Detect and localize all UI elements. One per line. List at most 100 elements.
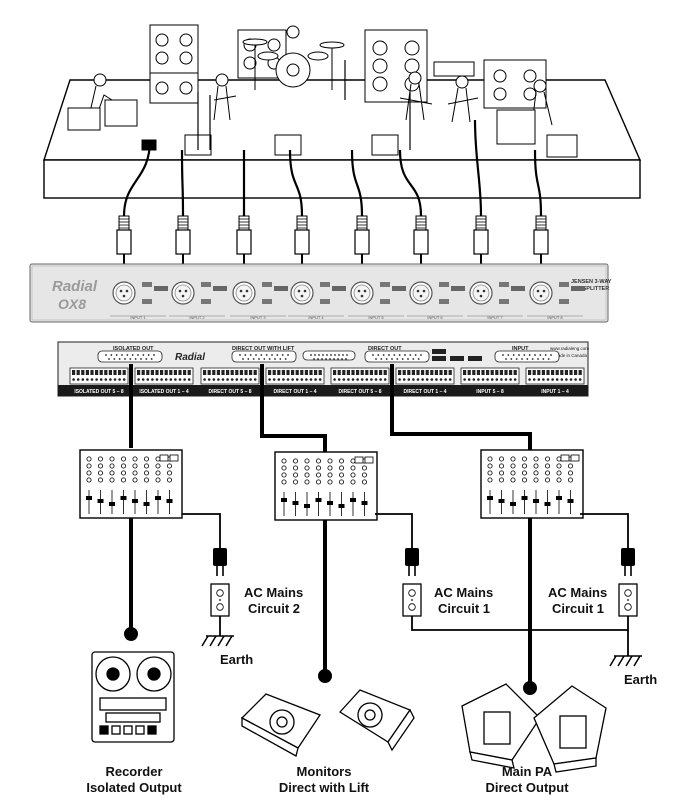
mic-cable-6 — [398, 149, 423, 217]
power-label-2-line2: Circuit 1 — [438, 601, 490, 616]
terminal-blocks — [69, 367, 585, 385]
splitter-front-panel: Radial OX8 JENSEN 3-WAY MIC SPLITTER INP… — [29, 263, 612, 323]
mixers — [79, 449, 584, 521]
power-plug-1 — [213, 548, 227, 576]
mixer-1 — [79, 449, 183, 519]
monitor-wedge-left — [240, 693, 321, 757]
front-channel-6: INPUT 6 — [407, 281, 465, 320]
output-cables — [129, 364, 532, 686]
front-channel-label: INPUT 8 — [547, 315, 563, 320]
cable-direct-to-mixer — [390, 364, 532, 450]
ac-outlet-3 — [618, 583, 638, 617]
rear-input-label: INPUT — [512, 346, 529, 352]
mic-cables — [122, 119, 543, 217]
rear-bottom-label: DIRECT OUT 1 – 4 — [273, 389, 316, 395]
db25-pins — [105, 354, 552, 360]
mic-cable-4 — [288, 149, 304, 217]
xlr-plug-6 — [413, 215, 429, 266]
xlr-plug-5 — [354, 215, 370, 266]
rear-made-in: Made in Canada — [554, 353, 588, 358]
destination-main-pa-detail: Direct Output — [485, 780, 569, 795]
rear-direct-with-lift-label: DIRECT OUT WITH LIFT — [232, 346, 295, 352]
front-channel-2: INPUT 2 — [169, 281, 227, 320]
ac-outlet-2 — [402, 583, 422, 617]
drum-kit — [242, 25, 345, 90]
front-channel-label: INPUT 7 — [487, 315, 503, 320]
ground-wire-shared — [411, 616, 629, 631]
destination-recorder-name: Recorder — [105, 764, 162, 779]
mic-cable-8 — [533, 149, 543, 217]
terminal-block-4 — [265, 367, 325, 385]
earth-symbol-1 — [201, 635, 234, 647]
terminal-block-8 — [525, 367, 585, 385]
front-model: OX8 — [58, 296, 86, 312]
mic-cable-5 — [350, 149, 364, 217]
rear-direct-out-label: DIRECT OUT — [368, 346, 402, 352]
front-channel-label: INPUT 6 — [427, 315, 443, 320]
rear-isolated-out-label: ISOLATED OUT — [113, 346, 154, 352]
musicians — [67, 71, 553, 145]
destination-monitors-detail: Direct with Lift — [279, 780, 370, 795]
rear-website: www.radialeng.com — [550, 346, 589, 351]
rear-brand: Radial — [175, 352, 205, 363]
earth-label-1: Earth — [220, 652, 253, 667]
mic-cable-7 — [473, 119, 483, 217]
rear-bottom-label: INPUT 1 – 4 — [541, 389, 569, 395]
front-product-line1: JENSEN 3-WAY — [571, 279, 612, 285]
front-channel-4: INPUT 4 — [288, 281, 346, 320]
rear-bottom-label: DIRECT OUT 5 – 8 — [338, 389, 381, 395]
terminal-block-3 — [200, 367, 260, 385]
front-channel-label: INPUT 2 — [189, 315, 205, 320]
mic-stands — [197, 60, 411, 150]
front-brand: Radial — [52, 278, 98, 295]
rear-bottom-label: DIRECT OUT 5 – 8 — [208, 389, 251, 395]
speaker-stack-right — [364, 29, 428, 103]
terminal-block-1 — [69, 367, 129, 385]
ac-outlets — [210, 583, 638, 617]
terminal-block-2 — [134, 367, 194, 385]
monitor-wedge-right — [338, 689, 415, 752]
front-channel-label: INPUT 1 — [130, 315, 146, 320]
destination-monitors-name: Monitors — [297, 764, 352, 779]
destination-recorder-detail: Isolated Output — [86, 780, 182, 795]
main-pa-speaker-left — [461, 683, 541, 769]
speaker-stack-left — [149, 24, 199, 104]
earth-symbol-2 — [609, 655, 642, 667]
rear-switches — [432, 349, 482, 361]
cable-ends — [124, 627, 537, 695]
destination-main-pa-name: Main PA — [502, 764, 553, 779]
ac-outlet-1 — [210, 583, 230, 617]
power-cable-2 — [375, 513, 413, 548]
cable-lift-to-mixer — [260, 364, 327, 452]
power-plug-2 — [405, 548, 419, 576]
front-channel-7: INPUT 7 — [467, 281, 525, 320]
power-label-1-line2: Circuit 2 — [248, 601, 300, 616]
xlr-plug-1 — [116, 215, 132, 266]
terminal-block-5 — [330, 367, 390, 385]
mixer-2 — [274, 451, 378, 521]
power-label-1-line1: AC Mains — [244, 585, 303, 600]
xlr-plugs — [116, 215, 549, 266]
rear-bottom-label: DIRECT OUT 1 – 4 — [403, 389, 446, 395]
power-plugs — [213, 548, 635, 576]
splitter-rear-panel: ISOLATED OUT Radial DIRECT OUT WITH LIFT… — [57, 341, 589, 397]
reel-to-reel-recorder — [91, 651, 175, 743]
front-channel-8: INPUT 8 — [527, 281, 585, 320]
rear-bottom-label: ISOLATED OUT 5 – 8 — [74, 389, 124, 395]
xlr-plug-8 — [533, 215, 549, 266]
mic-cable-2 — [180, 149, 185, 217]
power-cable-1 — [182, 513, 221, 548]
power-wiring — [182, 513, 629, 656]
mic-cable-1 — [122, 139, 152, 217]
main-pa-speaker-right — [533, 685, 607, 773]
front-channel-3: INPUT 3 — [230, 281, 288, 320]
front-channel-label: INPUT 5 — [368, 315, 384, 320]
front-channel-1: INPUT 1 — [110, 281, 168, 320]
power-label-2-line1: AC Mains — [434, 585, 493, 600]
front-channel-5: INPUT 5 — [348, 281, 406, 320]
power-cable-3 — [580, 513, 629, 548]
xlr-plug-7 — [473, 215, 489, 266]
